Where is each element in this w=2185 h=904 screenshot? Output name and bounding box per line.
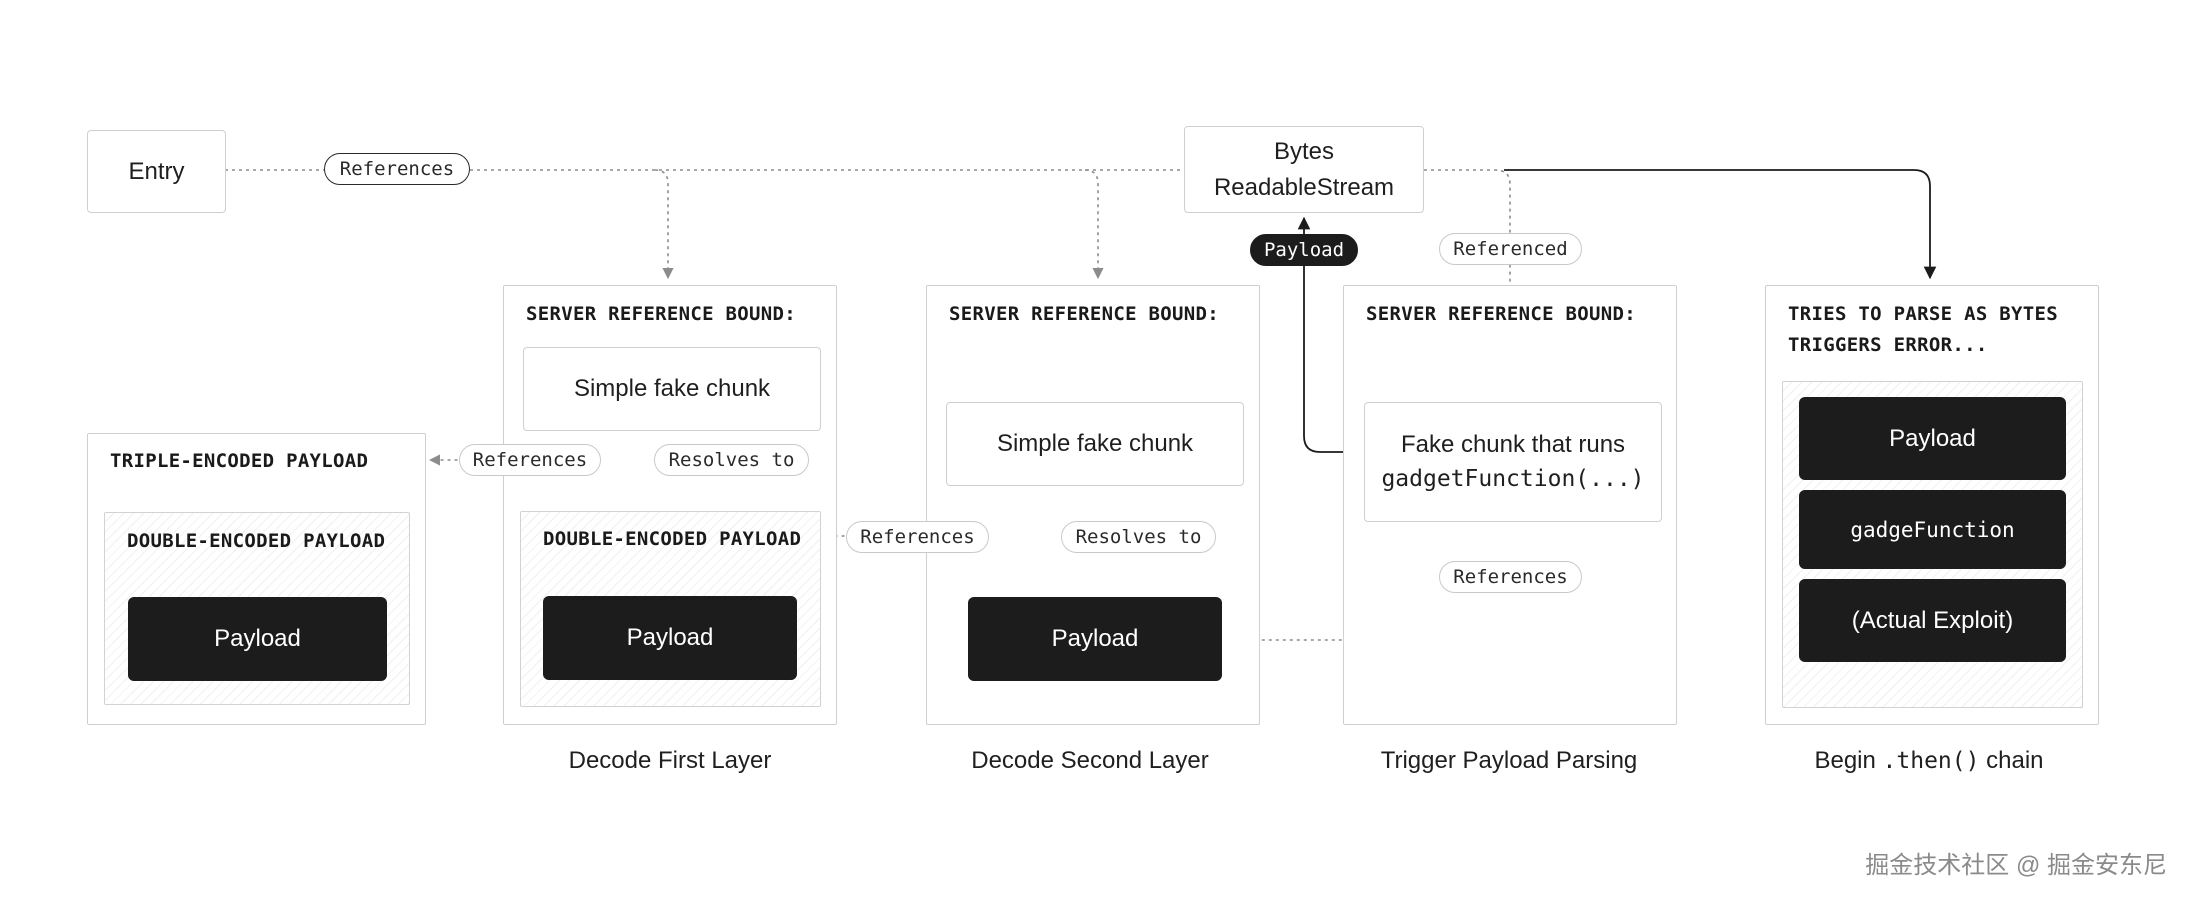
inner-title: DOUBLE-ENCODED PAYLOAD — [543, 528, 802, 550]
gadget-fake-chunk: Fake chunk that runs gadgetFunction(...) — [1364, 402, 1662, 522]
then-chain-group: TRIES TO PARSE AS BYTES TRIGGERS ERROR..… — [1765, 285, 2099, 725]
gadget-function-block: gadgeFunction — [1799, 490, 2066, 569]
readablestream-label: ReadableStream — [1213, 173, 1395, 201]
actual-exploit-block: (Actual Exploit) — [1799, 579, 2066, 662]
payload-block: Payload — [128, 597, 387, 681]
caption-decode-first-layer: Decode First Layer — [568, 747, 772, 774]
edge-label-references-right: References — [1439, 561, 1582, 593]
edge-label-referenced: Referenced — [1439, 233, 1582, 265]
then-chain-stack: Payload gadgeFunction (Actual Exploit) — [1782, 381, 2083, 708]
edge-label-resolves-to-second: Resolves to — [1061, 521, 1216, 553]
group-title: TRIES TO PARSE AS BYTES TRIGGERS ERROR..… — [1788, 303, 2058, 356]
chunk-label: Simple fake chunk — [996, 430, 1194, 457]
edge-label-resolves-to-first: Resolves to — [654, 444, 809, 476]
payload-block: Payload — [1799, 397, 2066, 480]
payload-block: Payload — [968, 597, 1222, 681]
chunk-label-line1: Fake chunk that runs — [1400, 431, 1626, 458]
entry-label: Entry — [128, 157, 185, 185]
caption-decode-second-layer: Decode Second Layer — [971, 747, 1209, 774]
caption-trigger-payload-parsing: Trigger Payload Parsing — [1380, 747, 1638, 774]
decode-first-layer-group: SERVER REFERENCE BOUND: Simple fake chun… — [503, 285, 837, 725]
edge-to-decode-first — [654, 169, 674, 280]
group-title: SERVER REFERENCE BOUND: — [526, 303, 796, 325]
caption-begin-then-chain: Begin .then() chain — [1814, 747, 2043, 775]
group-title: SERVER REFERENCE BOUND: — [949, 303, 1219, 325]
bytes-label: Bytes — [1273, 137, 1335, 165]
group-title: TRIPLE-ENCODED PAYLOAD — [110, 450, 369, 472]
trigger-payload-parsing-group: SERVER REFERENCE BOUND: Fake chunk that … — [1343, 285, 1677, 725]
inner-title: DOUBLE-ENCODED PAYLOAD — [127, 530, 386, 552]
edge-to-decode-second — [1084, 169, 1104, 280]
triple-encoded-payload-group: TRIPLE-ENCODED PAYLOAD DOUBLE-ENCODED PA… — [87, 433, 426, 725]
simple-fake-chunk: Simple fake chunk — [523, 347, 821, 431]
group-title: SERVER REFERENCE BOUND: — [1366, 303, 1636, 325]
edge-label-payload: Payload — [1250, 234, 1358, 266]
payload-block: Payload — [543, 596, 797, 680]
decode-second-layer-group: SERVER REFERENCE BOUND: Simple fake chun… — [926, 285, 1260, 725]
bytes-readablestream-node: Bytes ReadableStream — [1184, 126, 1424, 213]
then-code: .then() — [1882, 748, 1980, 774]
gadget-function-code: gadgetFunction(...) — [1381, 466, 1645, 492]
edge-label-references-top: References — [324, 153, 470, 185]
double-encoded-payload-box: DOUBLE-ENCODED PAYLOAD Payload — [104, 512, 410, 705]
edge-label-references-left: References — [459, 444, 601, 476]
chunk-label: Simple fake chunk — [573, 375, 771, 402]
entry-node: Entry — [87, 130, 226, 213]
edge-label-references-mid: References — [846, 521, 989, 553]
caption-suffix: chain — [1979, 747, 2044, 774]
double-encoded-payload-box: DOUBLE-ENCODED PAYLOAD Payload — [520, 511, 821, 707]
watermark: 掘金技术社区 @ 掘金安东尼 — [1865, 852, 2167, 879]
caption-prefix: Begin — [1814, 747, 1883, 774]
simple-fake-chunk: Simple fake chunk — [946, 402, 1244, 486]
